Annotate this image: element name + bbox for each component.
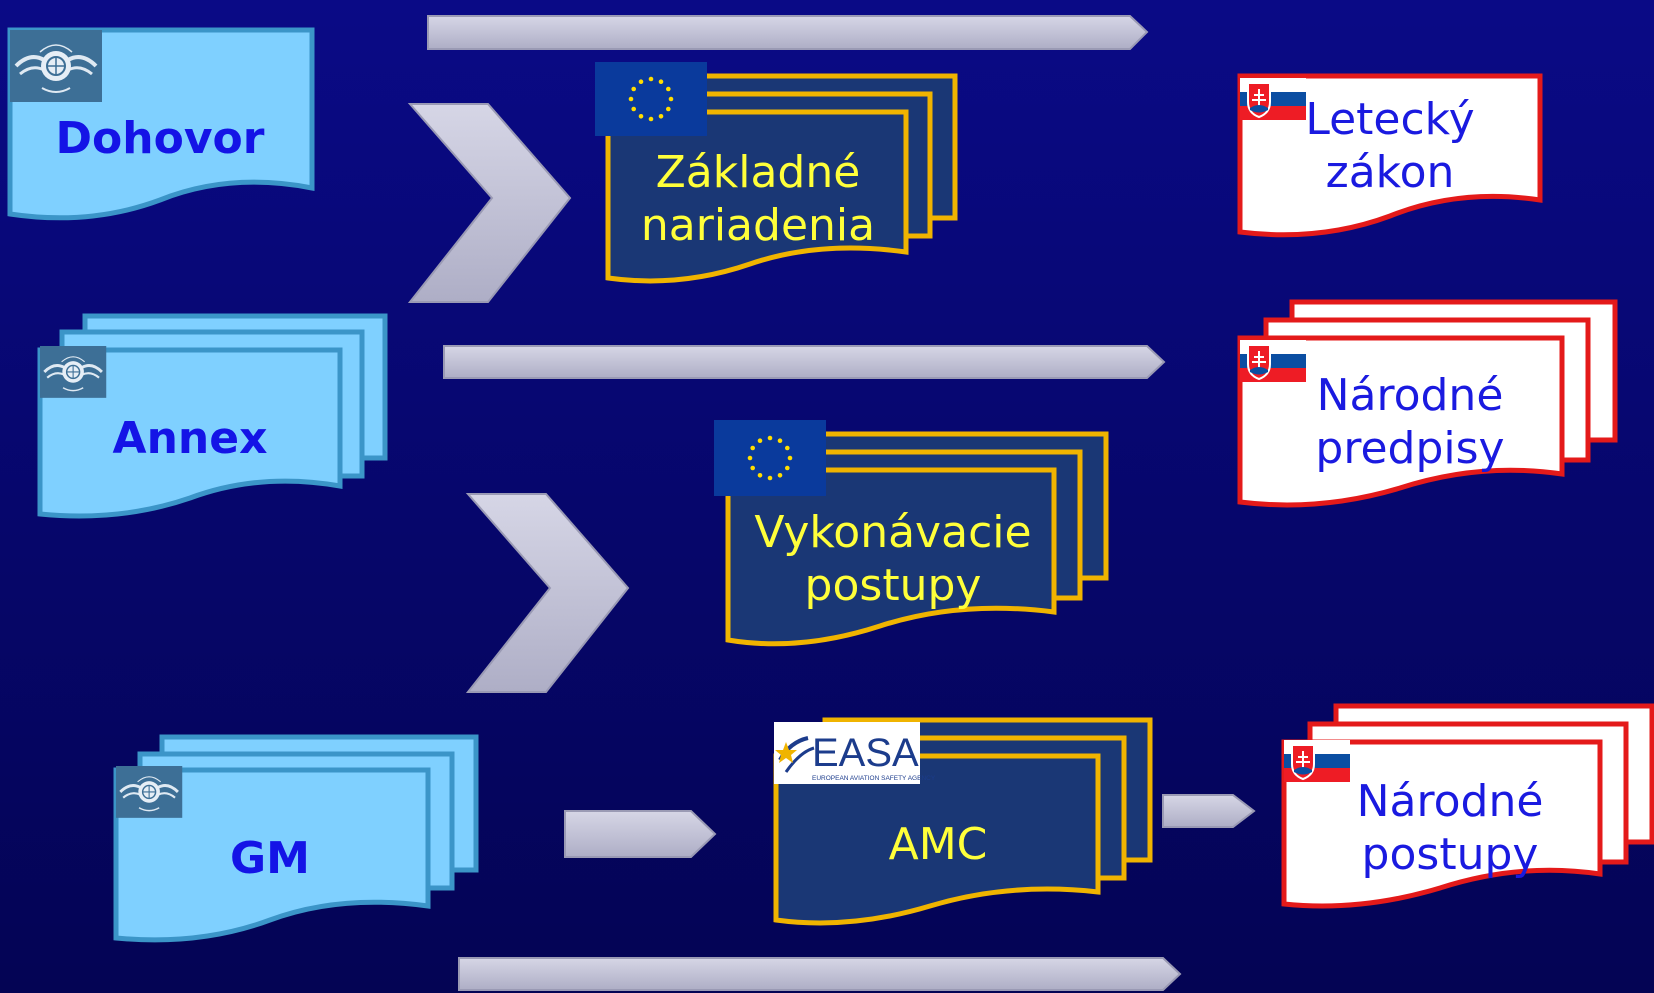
national-document-predpisy bbox=[1237, 299, 1618, 508]
flow-arrow-row3 bbox=[458, 957, 1182, 991]
icao-document-annex bbox=[37, 313, 388, 519]
amc-output-arrow bbox=[1162, 794, 1256, 828]
national-document-letecky bbox=[1237, 73, 1543, 238]
icao-label-annex: Annex bbox=[112, 412, 268, 464]
chevron-icon-top bbox=[407, 103, 572, 303]
eu-label-zakladne: Základné nariadenia bbox=[640, 147, 876, 251]
eu-document-vykonavacie bbox=[725, 431, 1109, 647]
eu-flag-icon bbox=[595, 62, 707, 136]
eu-label-vykonavacie: Vykonávacie postupy bbox=[754, 507, 1032, 611]
national-label-postupy: Národné postupy bbox=[1356, 776, 1544, 880]
national-label-letecky: Letecký zákon bbox=[1305, 94, 1475, 198]
easa-tagline: EUROPEAN AVIATION SAFETY AGENCY bbox=[812, 775, 936, 782]
icao-emblem-icon bbox=[114, 764, 184, 820]
easa-wordmark: EASA bbox=[812, 731, 919, 775]
icao-label-dohovor: Dohovor bbox=[55, 112, 265, 164]
flow-arrow-row1 bbox=[427, 15, 1149, 50]
icao-document-gm bbox=[113, 734, 479, 943]
national-label-predpisy: Národné predpisy bbox=[1315, 370, 1505, 474]
flow-arrow-row2 bbox=[443, 345, 1166, 379]
amc-input-arrow bbox=[564, 810, 717, 858]
chevron-icon-middle bbox=[465, 493, 630, 693]
eu-flag-icon bbox=[714, 420, 826, 496]
easa-logo-icon: EASA EUROPEAN AVIATION SAFETY AGENCY bbox=[774, 722, 936, 784]
eu-label-amc: AMC bbox=[888, 818, 988, 870]
icao-label-gm: GM bbox=[230, 832, 310, 884]
icao-emblem-icon bbox=[8, 28, 104, 104]
icao-emblem-icon bbox=[38, 344, 108, 400]
national-document-postupy bbox=[1281, 703, 1654, 909]
